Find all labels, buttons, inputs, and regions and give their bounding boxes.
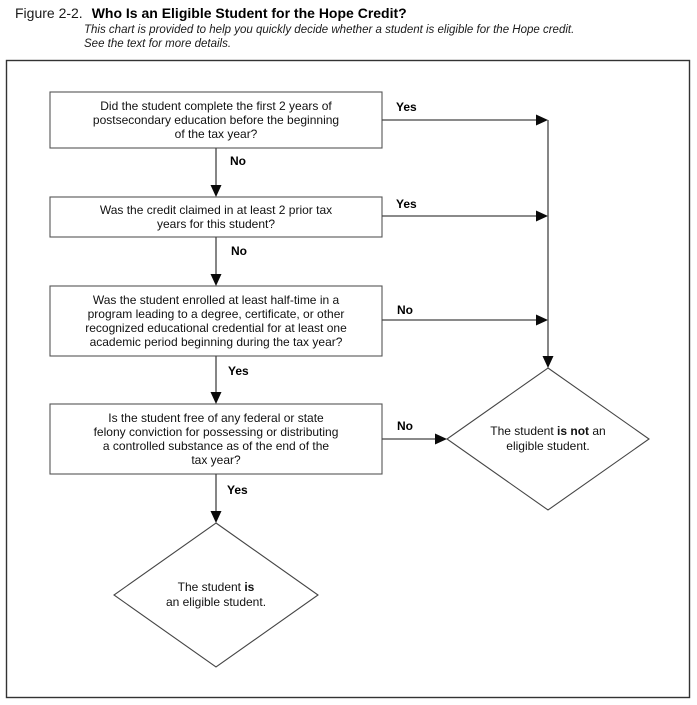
decision-box-1-text: Did the student complete the first 2 yea… <box>50 92 382 148</box>
branch-label-no-2: No <box>231 244 247 258</box>
not-eligible-line2: eligible student. <box>506 439 590 453</box>
branch-label-no-1: No <box>230 154 246 168</box>
question-line: of the tax year? <box>174 127 258 141</box>
eligible-line1: The student is <box>116 580 316 595</box>
question-line: felony conviction for possessing or dist… <box>93 425 339 439</box>
diamond-eligible <box>113 522 319 668</box>
figure-subtitle-line2: See the text for more details. <box>84 38 232 50</box>
arrow-box1-to-box2 <box>210 148 222 197</box>
eligible-line1-pre: The student <box>177 580 245 594</box>
decision-box-4-text: Is the student free of any federal or st… <box>50 404 382 474</box>
question-line: tax year? <box>191 453 241 467</box>
question-line: Did the student complete the first 2 yea… <box>100 99 332 113</box>
not-eligible-text: The student is not an eligible student. <box>448 424 648 454</box>
decision-box-2-text: Was the credit claimed in at least 2 pri… <box>50 197 382 237</box>
not-eligible-line1-pre: The student <box>490 424 558 438</box>
figure-subtitle: This chart is provided to help you quick… <box>84 23 684 51</box>
eligible-line1-bold: is <box>244 580 255 594</box>
question-line: program leading to a degree, certificate… <box>87 307 345 321</box>
not-eligible-line1: The student is not an <box>448 424 648 439</box>
eligible-line2: an eligible student. <box>165 595 267 609</box>
decision-box-2 <box>49 196 383 238</box>
arrow-box2-yes <box>382 210 548 222</box>
decision-box-3 <box>49 285 383 357</box>
question-line: Is the student free of any federal or st… <box>108 411 324 425</box>
arrow-box3-to-box4 <box>210 356 222 404</box>
branch-label-yes-1: Yes <box>396 100 417 114</box>
question-line: postsecondary education before the begin… <box>92 113 340 127</box>
eligible-text: The student is an eligible student. <box>116 580 316 610</box>
branch-label-yes-3: Yes <box>228 364 249 378</box>
arrow-box4-no <box>382 433 447 445</box>
diamond-not-eligible <box>446 367 650 511</box>
branch-label-no-3: No <box>397 303 413 317</box>
figure-title: Who Is an Eligible Student for the Hope … <box>91 5 407 21</box>
not-eligible-line1-bold: is not <box>557 424 590 438</box>
arrow-collector-to-not-eligible <box>542 120 554 368</box>
branch-label-yes-4: Yes <box>227 483 248 497</box>
question-line: a controlled substance as of the end of … <box>102 439 330 453</box>
question-line: academic period beginning during the tax… <box>89 335 343 349</box>
not-eligible-line1-post: an <box>589 424 606 438</box>
question-line: Was the credit claimed in at least 2 pri… <box>99 203 333 217</box>
figure-number-label: Figure 2-2. <box>15 5 83 21</box>
arrow-box3-no <box>382 314 548 326</box>
arrow-box1-yes <box>382 114 548 126</box>
branch-label-no-4: No <box>397 419 413 433</box>
decision-box-3-text: Was the student enrolled at least half-t… <box>50 286 382 356</box>
figure-subtitle-line1: This chart is provided to help you quick… <box>84 24 575 36</box>
question-line: years for this student? <box>156 217 276 231</box>
arrow-box2-to-box3 <box>210 237 222 286</box>
branch-label-yes-2: Yes <box>396 197 417 211</box>
question-line: Was the student enrolled at least half-t… <box>92 293 340 307</box>
figure-frame <box>5 59 691 699</box>
arrow-box4-to-eligible <box>210 474 222 523</box>
figure-header: Figure 2-2. Who Is an Eligible Student fo… <box>15 5 407 23</box>
decision-box-1 <box>49 91 383 149</box>
question-line: recognized educational credential for at… <box>85 321 347 335</box>
